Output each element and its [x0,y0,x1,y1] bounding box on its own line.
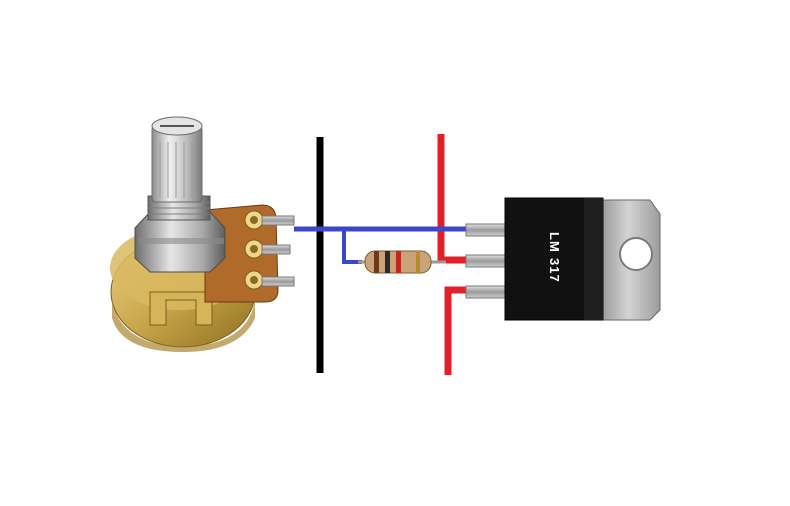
voltage-regulator: LM 317 [465,197,661,321]
mounting-hole [619,237,653,271]
resistor-band-4 [416,251,420,273]
red-wire-bottom [444,286,498,375]
pot-pins [261,215,295,287]
resistor-band-3 [396,251,401,273]
chip-label-line2: 317 [547,258,562,283]
chip-label-line1: LM [547,232,562,253]
resistor-band-2 [385,251,390,273]
pot-pads [244,210,264,290]
resistor-band-1 [374,251,379,273]
potentiometer [110,116,295,352]
blue-wire-branch [342,229,362,264]
resistor [358,250,446,274]
red-wire-top [437,134,500,264]
